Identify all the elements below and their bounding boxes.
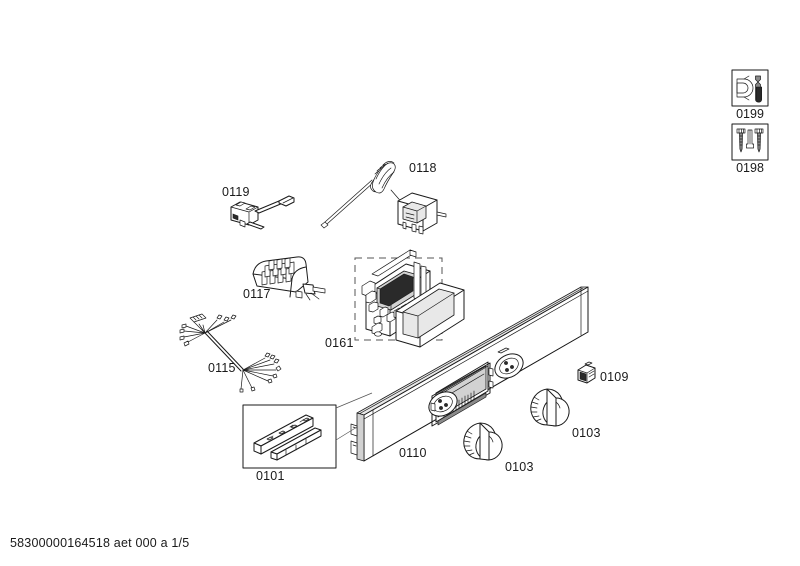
part-label-0103-right: 0103	[572, 426, 601, 440]
part-label-0118: 0118	[409, 161, 437, 175]
part-label-0115: 0115	[208, 361, 236, 375]
part-label-0103-left: 0103	[505, 460, 534, 474]
legend-icon-0199	[731, 69, 769, 107]
part-0109-connector-plug	[577, 361, 596, 384]
document-footer: 58300000164518 aet 000 a 1/5	[10, 536, 190, 550]
part-0103-control-knob-right	[530, 388, 570, 427]
legend-icon-0198	[731, 123, 769, 161]
part-0161-display-module-group	[354, 249, 465, 348]
part-0103-control-knob-left	[463, 422, 503, 461]
part-0119-door-switch-bracket	[230, 195, 295, 230]
display-lens-panel	[395, 282, 465, 348]
part-label-0110: 0110	[399, 446, 427, 460]
part-label-0117: 0117	[243, 287, 271, 301]
part-label-0161: 0161	[325, 336, 354, 350]
part-label-0119: 0119	[222, 185, 250, 199]
legend-label-0199: 0199	[736, 107, 764, 121]
part-0101-trim-strip-set	[242, 392, 373, 469]
part-0115-wiring-harness	[179, 313, 282, 393]
part-0117-terminal-block	[252, 256, 326, 301]
part-label-0101: 0101	[256, 469, 285, 483]
part-0118-thermostat	[320, 161, 447, 235]
knob-shaft-mount-right	[494, 353, 524, 379]
part-0110-control-panel-fascia	[350, 286, 589, 462]
legend-label-0198: 0198	[736, 161, 764, 175]
part-label-0109: 0109	[600, 370, 629, 384]
